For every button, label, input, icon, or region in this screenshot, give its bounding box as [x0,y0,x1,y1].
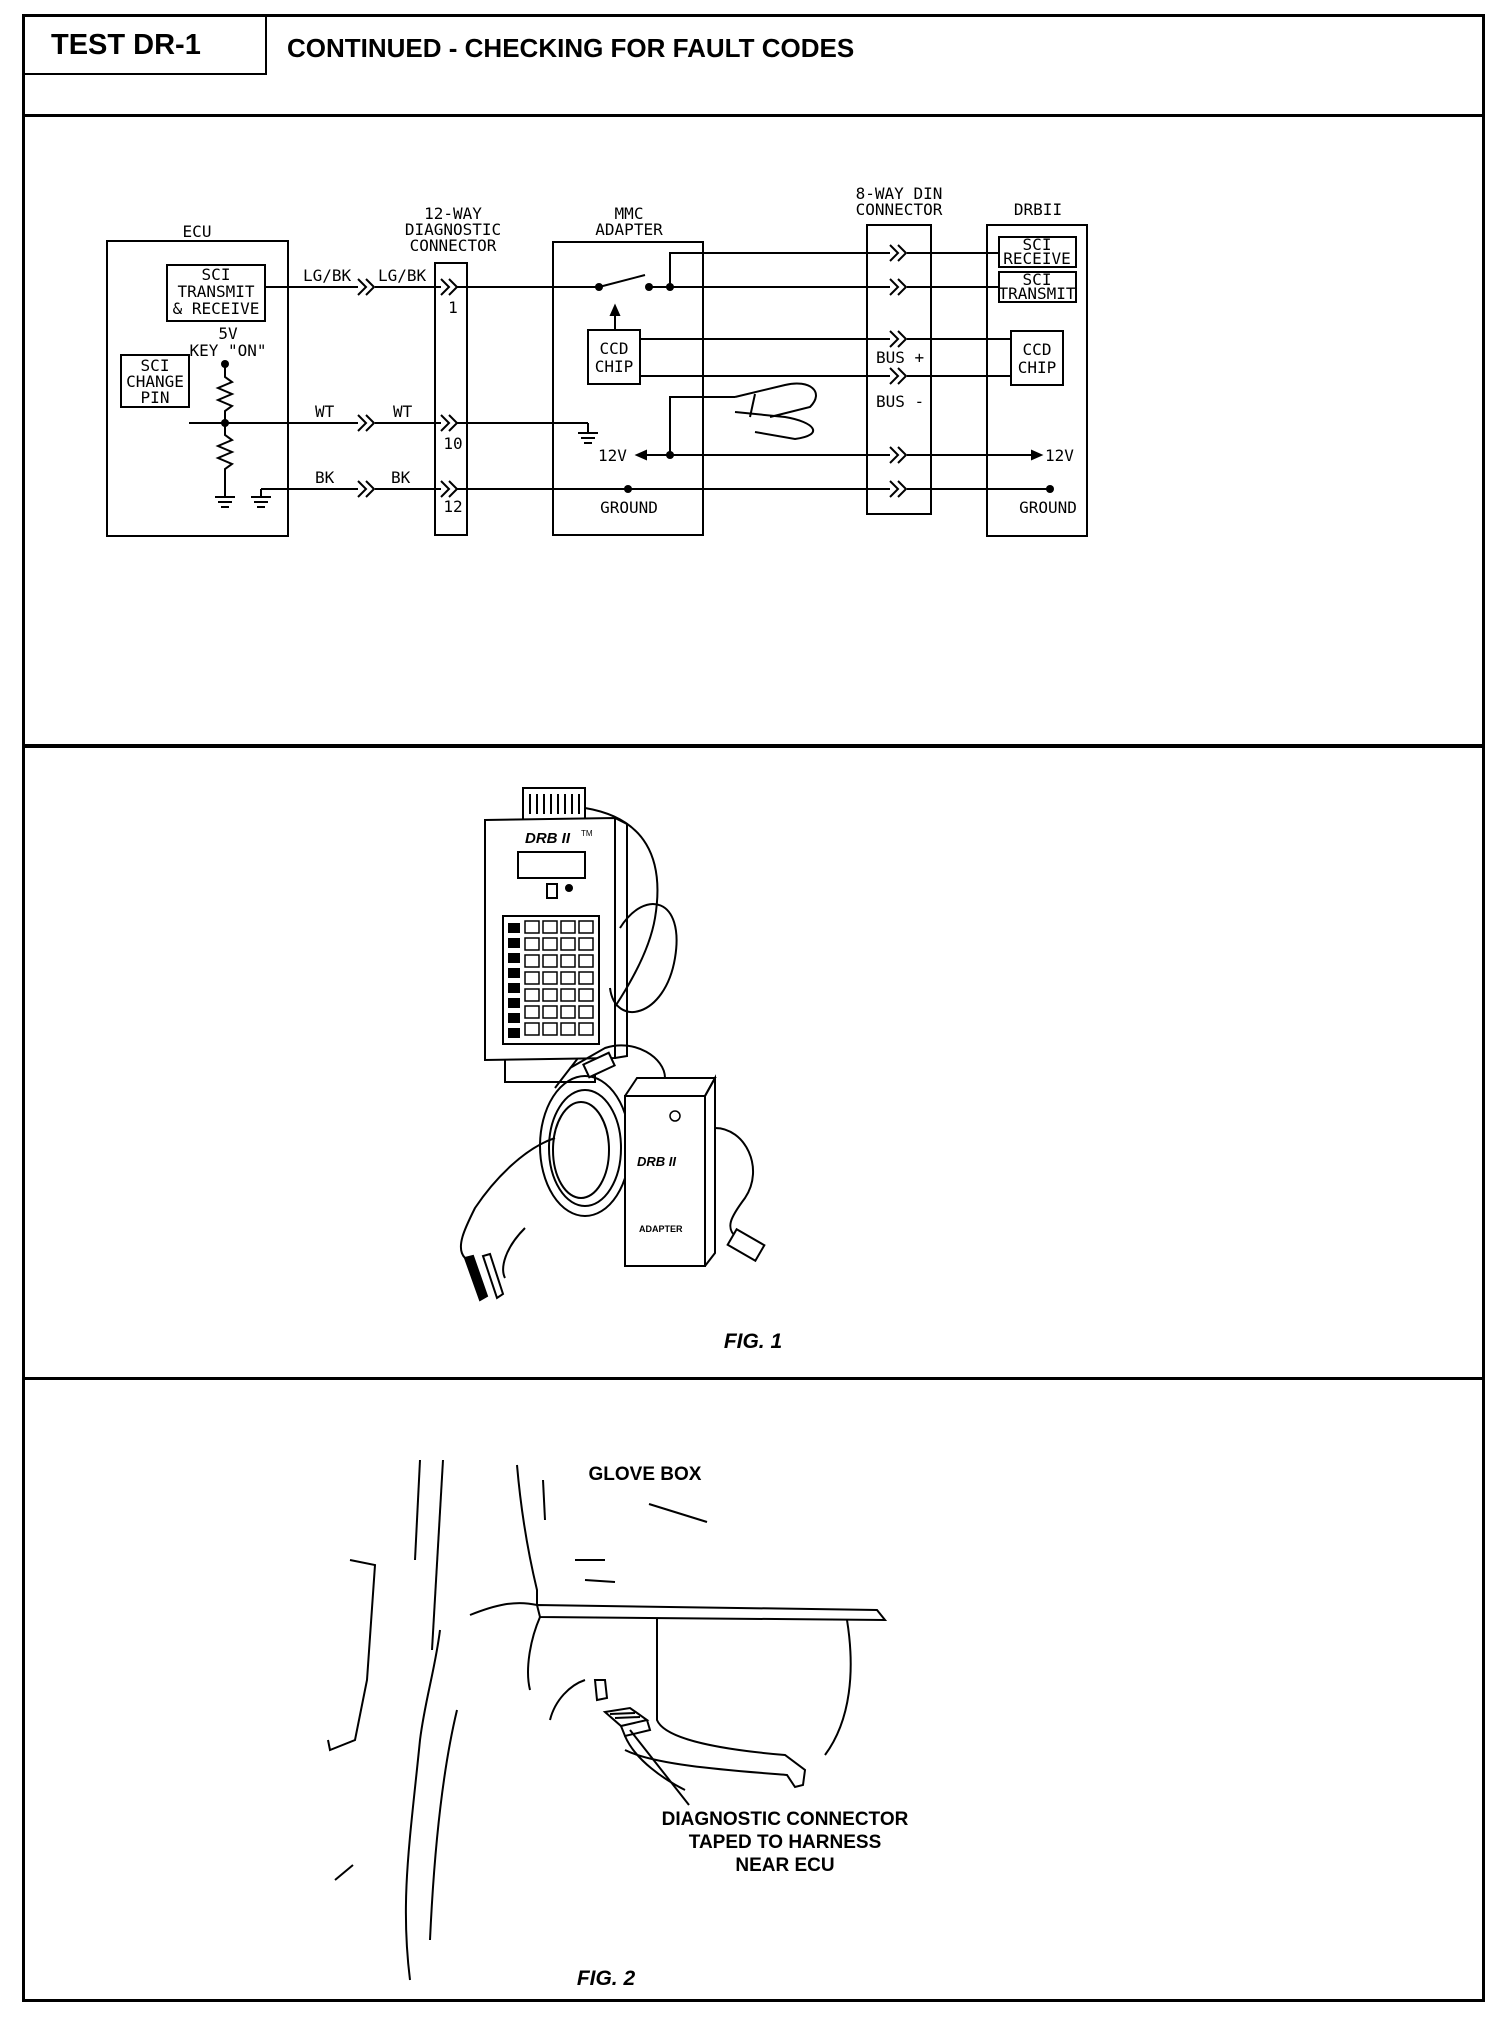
drb-tm: TM [581,829,593,838]
din-title-1: 8-WAY DIN [856,184,943,203]
sci-block-line3: & RECEIVE [173,299,260,318]
wire-bk-left: BK [315,468,335,487]
change-line1: SCI [141,356,170,375]
drb-indicator [546,883,558,899]
dash-outline-left [404,1629,441,1981]
sci-receive-2: RECEIVE [1003,249,1070,268]
bus-plus: BUS + [876,348,924,367]
resistor-bottom [215,423,235,489]
mmc-chip-1: CCD [600,339,629,358]
ground-symbol-ecu-1 [215,489,235,508]
diagnostic-connector-box [434,262,468,536]
change-line2: CHANGE [126,372,184,391]
glove-box-label: GLOVE BOX [589,1464,702,1485]
sci-transmit-block [166,264,266,322]
mmc-chip-2: CHIP [595,357,634,376]
change-line3: PIN [141,388,170,407]
din-connector-box [866,224,932,515]
ground-symbol-ecu-2 [251,489,271,508]
drb-device-label: DRB II [525,830,571,847]
cable-loop-right [609,903,678,1013]
diag-title-1: 12-WAY [424,204,482,223]
bus-minus: BUS - [876,392,924,411]
glove-box-leader [648,1503,708,1523]
drbii-chip-2: CHIP [1018,358,1057,377]
wire-lgbk-left: LG/BK [303,266,352,285]
drbii-title: DRBII [1014,200,1062,219]
battery-clip [734,382,817,441]
fig2-panel: GLOVE BOX DIAGNOSTIC CONNECTOR TAPED TO … [25,1380,1482,2002]
mmc-title-1: MMC [615,204,644,223]
page-title: CONTINUED - CHECKING FOR FAULT CODES [287,33,855,63]
drbii-box [986,224,1088,537]
callout-line3: NEAR ECU [735,1855,834,1876]
adapter-label: DRB II [637,1154,676,1169]
header: TEST DR-1 CONTINUED - CHECKING FOR FAULT… [25,17,1482,117]
wiring-schematic: ECU SCI TRANSMIT & RECEIVE 5V KEY "ON" S… [106,184,1088,537]
wire-bk-right: BK [391,468,411,487]
fig2-caption: FIG. 2 [577,1967,636,1990]
drbii-ground: GROUND [1019,498,1077,517]
db-plug-lead [714,1127,755,1239]
mmc-12v: 12V [598,446,627,465]
callout-line2: TAPED TO HARNESS [689,1832,882,1853]
db-plug [726,1227,766,1263]
wire-wt-left: WT [315,402,335,421]
schematic-panel: ECU SCI TRANSMIT & RECEIVE 5V KEY "ON" S… [25,117,1482,748]
drb-tester-illustration: DRB II TM [459,787,782,1353]
wire-wt-right: WT [393,402,413,421]
alligator-clip-1 [463,1254,489,1302]
harness [624,1735,686,1791]
callout-line1: DIAGNOSTIC CONNECTOR [662,1809,909,1830]
page-frame: TEST DR-1 CONTINUED - CHECKING FOR FAULT… [22,14,1485,2002]
diag-title-2: DIAGNOSTIC [405,220,501,239]
display-screen [517,851,586,879]
mmc-switch [598,274,646,288]
sci-block-line1: SCI [202,265,231,284]
drbii-12v: 12V [1045,446,1074,465]
drbii-chip-1: CCD [1023,340,1052,359]
adapter-lead [569,1044,666,1079]
ecu-box [106,240,289,537]
keypad [502,915,600,1045]
top-connector [522,787,586,821]
mmc-adapter-box [624,1095,706,1267]
sci-transmit-1: SCI [1023,270,1052,289]
pin-12: 12 [443,497,462,516]
pin-1: 1 [448,298,458,317]
glove-box-lid [535,1603,888,1622]
sci-transmit-2: TRANSMIT [998,284,1075,303]
adapter-sub-label: ADAPTER [639,1224,683,1234]
supply-5v: 5V [218,324,238,343]
keypad-keys [508,920,594,1038]
din-title-2: CONNECTOR [856,200,943,219]
test-label: TEST DR-1 [25,17,267,75]
diag-title-3: CONNECTOR [410,236,497,255]
fig1-caption: FIG. 1 [724,1330,782,1353]
pin-10: 10 [443,434,462,453]
ecu-title: ECU [183,222,212,241]
sci-block-line2: TRANSMIT [177,282,254,301]
diagnostic-connector-icon [602,1706,652,1738]
mmc-ground: GROUND [600,498,658,517]
glove-box-illustration: GLOVE BOX DIAGNOSTIC CONNECTOR TAPED TO … [327,1459,909,1990]
clip-lead [459,1137,556,1259]
fig1-panel: DRB II TM [25,748,1482,1380]
drbii-ccd-chip [1010,330,1064,386]
glove-box-body [624,1618,807,1789]
mmc-adapter-box [552,241,704,536]
callout-leader [629,1729,690,1806]
wire-lgbk-right: LG/BK [378,266,427,285]
supply-key-on: KEY "ON" [189,341,266,360]
sci-receive-1: SCI [1023,235,1052,254]
mmc-title-2: ADAPTER [595,220,663,239]
resistor-top [215,364,235,420]
dash-edge [469,1602,538,1616]
sci-change-pin-block [120,354,190,408]
